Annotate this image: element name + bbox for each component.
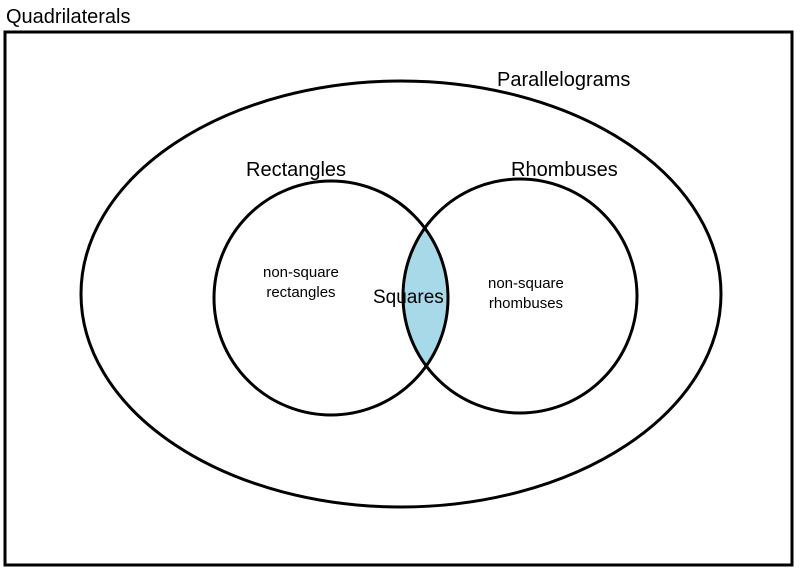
non-square-rhombuses-line-1: non-square bbox=[488, 275, 564, 292]
squares-label: Squares bbox=[373, 287, 444, 308]
rhombuses-circle bbox=[401, 177, 639, 415]
rhombuses-label: Rhombuses bbox=[511, 159, 618, 181]
quadrilaterals-label: Quadrilaterals bbox=[6, 6, 131, 28]
quadrilaterals-box bbox=[3, 30, 794, 567]
parallelograms-ellipse bbox=[79, 79, 723, 509]
non-square-rhombuses-line-2: rhombuses bbox=[488, 295, 564, 312]
rectangles-label: Rectangles bbox=[246, 159, 347, 181]
non-square-rectangles-line-1: non-square bbox=[263, 264, 339, 281]
non-square-rhombuses-label: non-square rhombuses bbox=[488, 274, 564, 314]
parallelograms-label: Parallelograms bbox=[497, 69, 631, 91]
rectangles-circle bbox=[212, 179, 450, 417]
non-square-rectangles-line-2: rectangles bbox=[266, 284, 336, 301]
non-square-rectangles-label: non-square rectangles bbox=[263, 263, 339, 303]
